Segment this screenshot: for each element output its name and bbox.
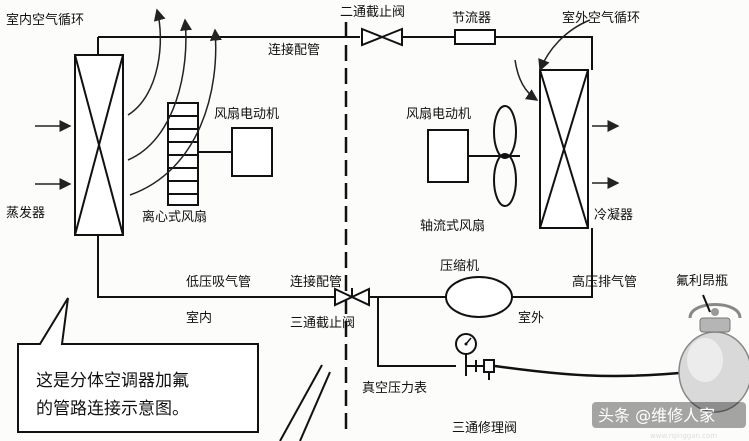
label-fan-motor-left: 风扇电动机: [214, 106, 279, 122]
label-outdoor: 室外: [518, 310, 544, 326]
three-way-shutoff-valve[interactable]: [334, 287, 406, 307]
label-connecting-pipe-bottom: 连接配管: [290, 274, 342, 290]
refrigerant-loop: [97, 36, 593, 298]
three-way-service-valve[interactable]: [483, 359, 495, 380]
throttle-device: [454, 29, 496, 45]
label-axial-fan: 轴流式风扇: [420, 218, 485, 234]
evaporator-coil: [74, 54, 124, 236]
label-throttle: 节流器: [452, 11, 491, 26]
label-fan-motor-right: 风扇电动机: [406, 106, 471, 122]
airflow-arrows-outdoor: [514, 19, 620, 189]
condenser-coil: [539, 69, 589, 229]
fan-motor-right: [427, 129, 469, 183]
centrifugal-fan: [167, 102, 232, 206]
label-high-pressure-discharge-pipe: 高压排气管: [572, 274, 637, 290]
fan-motor-left: [231, 127, 273, 177]
watermark: 头条 @维修人家 www.rqinggan.com: [592, 402, 746, 440]
airflow-arrows-indoor: [35, 8, 222, 196]
label-evaporator: 蒸发器: [6, 205, 45, 221]
compressor: [445, 276, 513, 318]
label-two-way-valve: 二通截止阀: [340, 5, 405, 20]
axial-fan: [468, 105, 520, 207]
label-outdoor-air-cycle: 室外空气循环: [562, 10, 640, 26]
note-line-2: 的管路连接示意图。: [36, 399, 189, 419]
label-three-way-service-valve: 三通修理阀: [452, 421, 517, 436]
label-three-way-valve: 三通截止阀: [290, 316, 355, 331]
two-way-shutoff-valve[interactable]: [361, 27, 403, 47]
vacuum-pressure-gauge: [455, 333, 477, 355]
watermark-sub: www.rqinggan.com: [650, 432, 717, 440]
freon-bottle: [678, 294, 749, 413]
watermark-main: 头条 @维修人家: [598, 406, 715, 425]
note-line-1: 这是分体空调器加氟: [36, 371, 189, 391]
label-connecting-pipe-top: 连接配管: [268, 42, 320, 58]
label-condenser: 冷凝器: [594, 207, 633, 223]
label-indoor: 室内: [186, 310, 212, 326]
service-hose: [377, 297, 717, 378]
label-centrifugal-fan: 离心式风扇: [142, 209, 207, 225]
label-vacuum-gauge: 真空压力表: [362, 381, 427, 396]
label-compressor: 压缩机: [440, 258, 479, 274]
label-low-pressure-suction-pipe: 低压吸气管: [186, 274, 251, 290]
label-freon-bottle: 氟利昂瓶: [676, 274, 728, 289]
note-callout: [17, 297, 331, 441]
label-indoor-air-cycle: 室内空气循环: [6, 12, 84, 28]
